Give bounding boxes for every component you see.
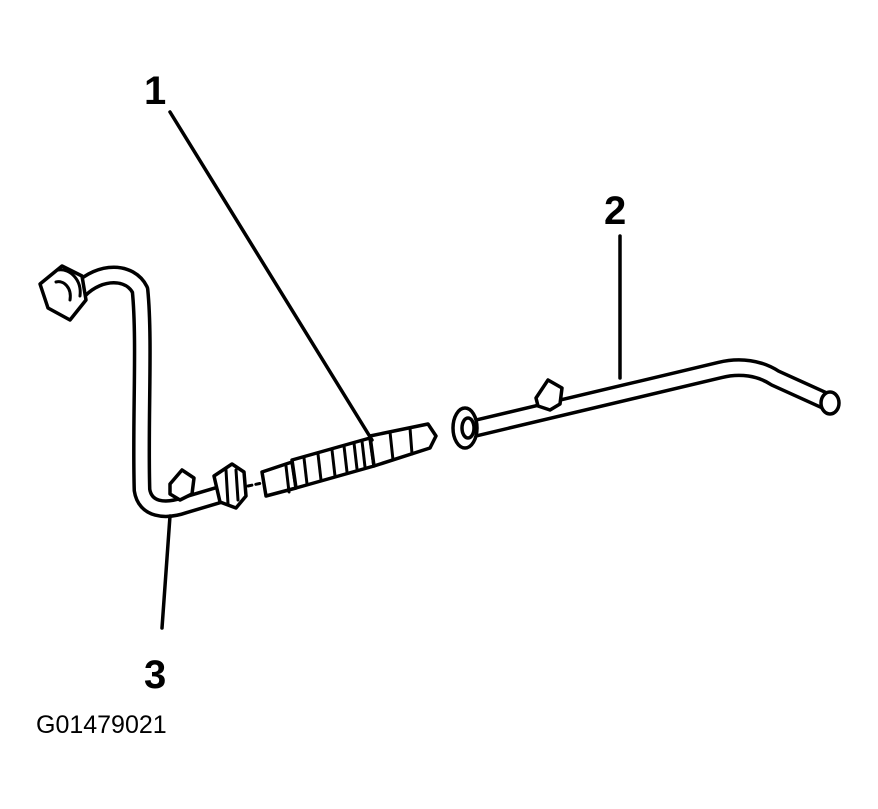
leader-line-1 xyxy=(168,110,374,442)
straight-pipe-2 xyxy=(451,358,841,450)
pipe-3-nut xyxy=(168,468,196,502)
pipe-2-nut xyxy=(534,378,564,412)
pipe-2-open-end xyxy=(819,390,841,416)
callout-3: 3 xyxy=(144,653,166,697)
pipe-3-hex-fitting xyxy=(212,462,248,510)
leader-line-3 xyxy=(160,514,172,630)
pipe-2-ring-fitting xyxy=(451,406,479,450)
figure-id: G01479021 xyxy=(36,711,167,739)
pipe-end-fitting xyxy=(38,264,88,322)
inline-filter-1 xyxy=(260,422,438,498)
callout-1: 1 xyxy=(144,69,166,113)
callout-2: 2 xyxy=(604,189,626,233)
alignment-line xyxy=(246,481,264,488)
bent-pipe-3 xyxy=(38,264,248,519)
